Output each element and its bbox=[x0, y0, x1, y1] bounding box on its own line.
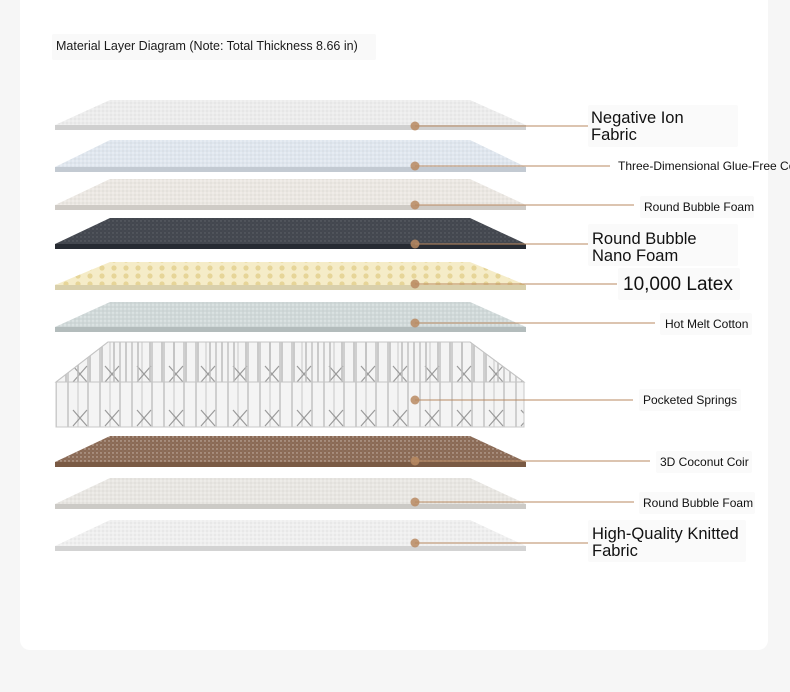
slab-edge bbox=[55, 244, 526, 249]
layer-label-line: High-Quality Knitted bbox=[592, 525, 739, 543]
layer-label-line: Nano Foam bbox=[592, 247, 679, 265]
leader-dot bbox=[410, 318, 420, 328]
layer-label-line: 10,000 Latex bbox=[623, 274, 733, 295]
layer-slab bbox=[55, 100, 592, 131]
leader-dot bbox=[410, 538, 420, 548]
slab-edge bbox=[55, 167, 526, 172]
label-background bbox=[588, 105, 738, 147]
label-background bbox=[639, 389, 741, 411]
label-background bbox=[588, 520, 746, 562]
layer-slab bbox=[55, 302, 655, 332]
leader-dot bbox=[410, 200, 420, 210]
slab-texture bbox=[55, 262, 526, 285]
layer-slab bbox=[55, 520, 592, 551]
slab-texture bbox=[55, 100, 526, 125]
slab-edge bbox=[55, 125, 526, 130]
slab-texture bbox=[55, 218, 526, 244]
layer-label-line: Fabric bbox=[592, 542, 638, 560]
label-background bbox=[588, 224, 738, 266]
slab-texture bbox=[55, 520, 526, 546]
label-background bbox=[640, 196, 754, 218]
spring-top bbox=[54, 341, 526, 383]
slab-edge bbox=[55, 462, 526, 467]
slab-edge bbox=[55, 504, 526, 509]
slab-edge bbox=[55, 327, 526, 332]
diagram-title: Material Layer Diagram (Note: Total Thic… bbox=[56, 39, 358, 53]
layer-label: Hot Melt Cotton bbox=[665, 318, 748, 330]
layer-slab bbox=[55, 140, 610, 172]
label-background bbox=[660, 313, 752, 335]
leader-dot bbox=[410, 279, 420, 289]
layer-label: Pocketed Springs bbox=[643, 394, 737, 406]
layer-label-line: Three-Dimensional Glue-Free Co bbox=[618, 159, 790, 173]
layer-label: Round Bubble Foam bbox=[644, 201, 754, 213]
layer-label-line: Fabric bbox=[591, 126, 637, 144]
layer-slab bbox=[55, 478, 634, 509]
layer-label: 3D Coconut Coir bbox=[660, 456, 749, 468]
layer-slab bbox=[55, 262, 617, 290]
slab-texture bbox=[55, 436, 526, 462]
title-background bbox=[52, 34, 376, 60]
slab-edge bbox=[55, 546, 526, 551]
layer-slab bbox=[55, 218, 592, 249]
label-background bbox=[656, 451, 752, 473]
layer-label-line: Hot Melt Cotton bbox=[665, 317, 749, 331]
layer-slab bbox=[55, 436, 650, 467]
leader-dot bbox=[410, 497, 420, 507]
leader-dot bbox=[410, 239, 420, 249]
leader-dot bbox=[410, 456, 420, 466]
layer-label: 10,000 Latex bbox=[623, 275, 733, 294]
layer-label-line: Pocketed Springs bbox=[643, 393, 738, 407]
layer-label-line: Round Bubble Foam bbox=[643, 496, 754, 510]
layer-label-line: Negative Ion bbox=[591, 109, 684, 127]
layer-slab bbox=[55, 179, 634, 210]
leader-dot bbox=[410, 161, 420, 171]
label-background bbox=[618, 268, 740, 300]
layer-label-line: 3D Coconut Coir bbox=[660, 455, 749, 469]
layer-label-line: Round Bubble bbox=[592, 230, 697, 248]
layer-label: Round Bubble Foam bbox=[643, 497, 753, 509]
slab-edge bbox=[55, 205, 526, 210]
slab-texture bbox=[55, 179, 526, 205]
slab-edge bbox=[55, 285, 526, 290]
leader-dot bbox=[410, 121, 420, 131]
layer-label-line: Round Bubble Foam bbox=[644, 200, 755, 214]
layer-slab bbox=[54, 341, 633, 428]
slab-texture bbox=[55, 478, 526, 504]
slab-texture bbox=[55, 140, 526, 167]
layer-label: Three-Dimensional Glue-Free Co bbox=[618, 160, 790, 172]
leader-dot bbox=[410, 395, 420, 405]
label-background bbox=[639, 492, 755, 514]
slab-texture bbox=[55, 302, 526, 327]
